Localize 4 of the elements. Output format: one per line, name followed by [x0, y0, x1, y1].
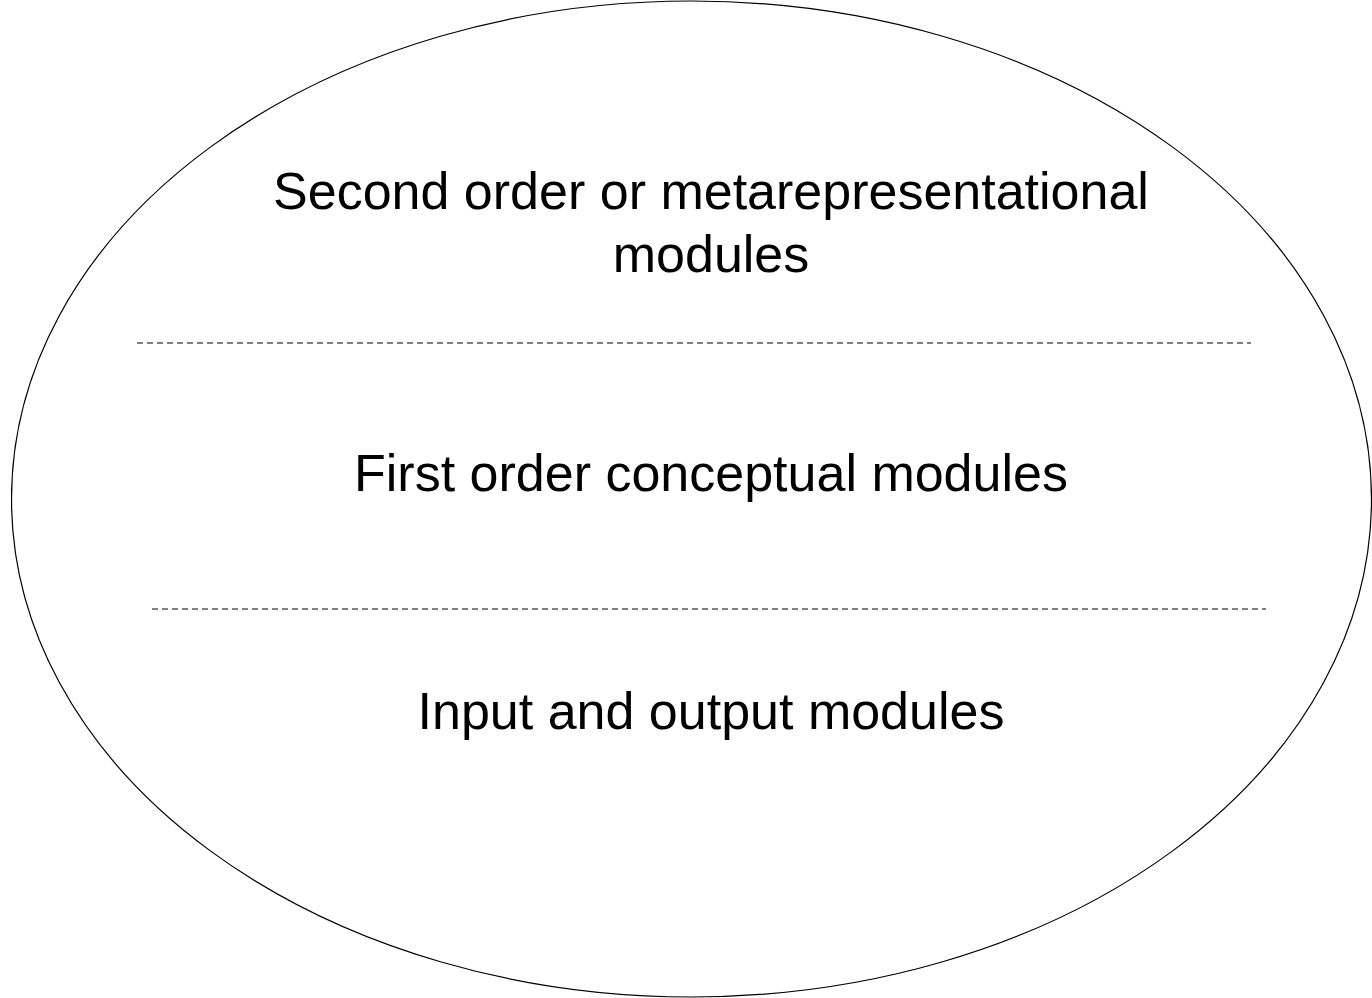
module-label: First order conceptual modules — [353, 443, 1069, 504]
ellipse — [11, 0, 1372, 998]
module-label: Second order or metarepresentational modules — [272, 161, 1150, 285]
module-label: Input and output modules — [416, 681, 1006, 742]
